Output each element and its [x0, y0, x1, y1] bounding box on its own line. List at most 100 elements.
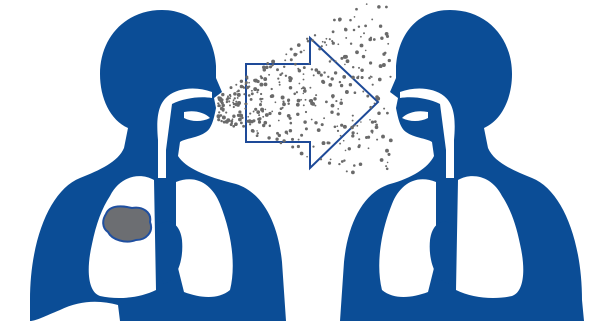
particle [296, 103, 300, 107]
particle [282, 139, 285, 142]
particle [289, 86, 293, 90]
particle [349, 83, 352, 86]
particle [271, 94, 275, 98]
particle [335, 100, 337, 102]
particle [313, 74, 315, 76]
particle [299, 83, 301, 85]
particle [233, 99, 235, 101]
particle [338, 163, 340, 165]
particle [287, 102, 289, 104]
right-person [340, 10, 584, 321]
particle [354, 16, 356, 18]
particle [373, 38, 376, 41]
particle [328, 83, 332, 87]
particle [352, 120, 354, 122]
particle [232, 115, 235, 118]
lung-lesion [103, 206, 151, 241]
particle [303, 104, 305, 106]
particle [337, 130, 339, 132]
particle [343, 55, 347, 59]
particle [386, 35, 389, 38]
particle [369, 119, 371, 121]
particle [271, 88, 273, 90]
particle [360, 69, 363, 72]
particle [388, 59, 391, 62]
particle [329, 38, 331, 40]
particle [260, 108, 264, 112]
particle [249, 123, 251, 125]
particle [369, 106, 372, 109]
particle [253, 87, 257, 91]
particle [240, 85, 244, 89]
particle [334, 125, 337, 128]
particle [331, 77, 334, 80]
particle [256, 130, 258, 132]
particle [290, 48, 293, 51]
particle [370, 75, 372, 77]
particle [287, 99, 290, 102]
particle [331, 104, 335, 108]
particle [325, 38, 327, 40]
particle [312, 146, 314, 148]
particle [261, 84, 263, 86]
particle [331, 94, 335, 98]
particle [370, 37, 372, 39]
particle [372, 84, 374, 86]
particle [334, 71, 337, 74]
particle [305, 111, 307, 113]
particle [306, 156, 308, 158]
particle [330, 111, 333, 114]
particle [221, 93, 224, 96]
particle [315, 94, 317, 96]
particle [386, 168, 389, 171]
particle [260, 77, 263, 80]
particle [276, 68, 279, 71]
particle [385, 149, 389, 153]
particle [335, 60, 337, 62]
particle [314, 105, 316, 107]
particle [323, 71, 325, 73]
particle [271, 60, 275, 64]
particle [302, 86, 305, 89]
particle [311, 68, 313, 70]
particle [285, 53, 287, 55]
particle [337, 112, 340, 115]
particle [375, 95, 379, 99]
particle [324, 41, 326, 43]
particle [221, 104, 225, 108]
particle [237, 104, 240, 107]
particle [278, 120, 280, 122]
particle [340, 124, 343, 127]
particle [249, 113, 251, 115]
particle [386, 112, 389, 115]
particle [230, 95, 232, 97]
particle [267, 136, 270, 139]
particle [257, 132, 259, 134]
particle [247, 116, 249, 118]
particle [343, 125, 347, 129]
particle [380, 158, 384, 162]
particle [303, 79, 305, 81]
particle [353, 29, 356, 32]
particle [217, 118, 220, 121]
particle [365, 136, 368, 139]
particle [305, 127, 308, 130]
particle [220, 120, 222, 122]
particle [296, 91, 298, 93]
particle [244, 103, 246, 105]
particle [275, 101, 277, 103]
particle [218, 99, 220, 101]
particle [360, 121, 362, 123]
particle [297, 145, 300, 148]
particle [289, 129, 292, 132]
particle [265, 113, 269, 117]
particle [265, 109, 267, 111]
particle [322, 41, 324, 43]
particle [361, 76, 364, 79]
particle [338, 19, 341, 22]
particle [232, 118, 234, 120]
particle [351, 131, 354, 134]
particle [264, 83, 268, 87]
particle [345, 90, 349, 94]
particle [366, 3, 368, 5]
